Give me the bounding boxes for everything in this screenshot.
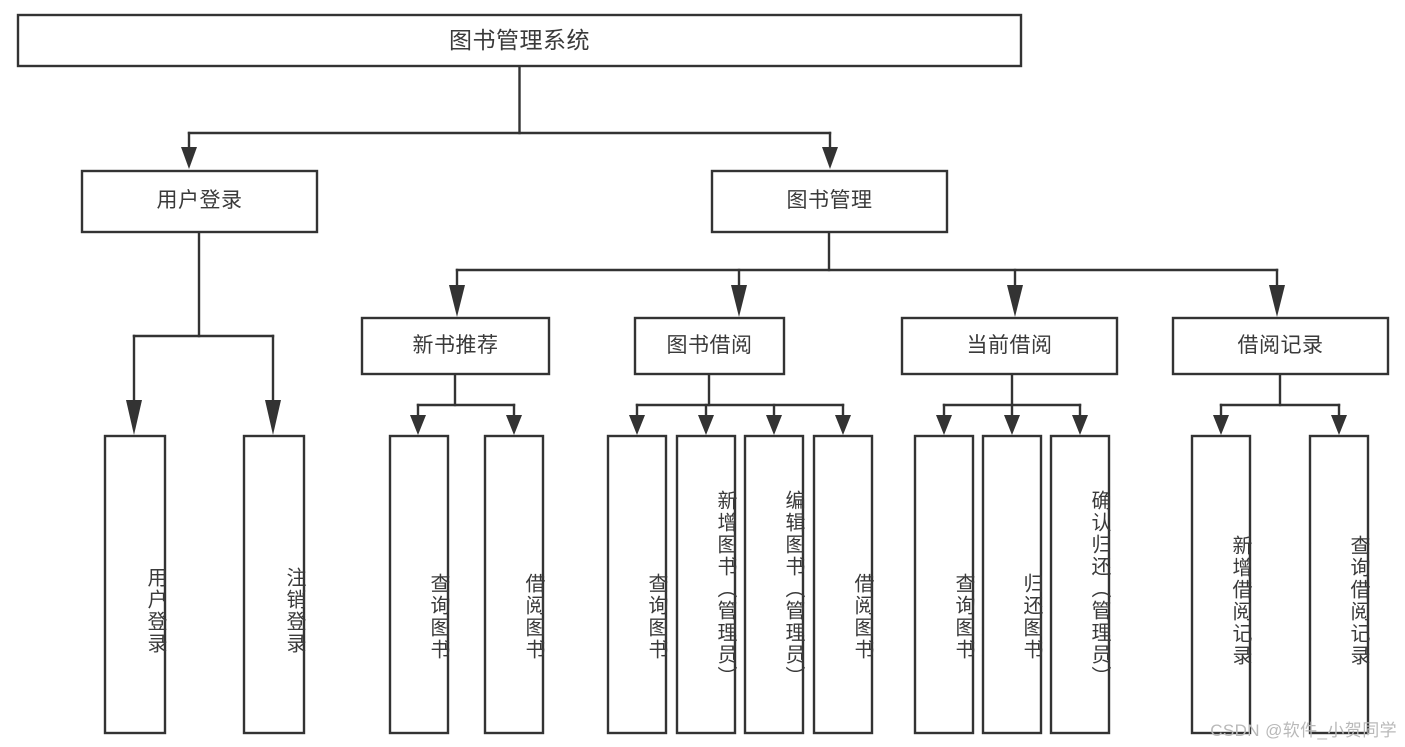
leaf-box-new-book-0[interactable] — [388, 434, 450, 735]
leaf-box-borrow-record-0[interactable] — [1190, 434, 1252, 735]
leaf-box-current-borrow-1[interactable] — [981, 434, 1043, 735]
node-box-book-management[interactable] — [710, 169, 949, 234]
connector-root-to-level2 — [181, 65, 838, 169]
connector-userlogin-to-leaves — [126, 231, 281, 435]
node-box-book-borrow[interactable] — [633, 316, 786, 376]
node-box-borrow-record[interactable] — [1171, 316, 1390, 376]
leaf-box-user-login-1[interactable] — [242, 434, 306, 735]
leaf-box-current-borrow-0[interactable] — [913, 434, 975, 735]
leaf-box-book-borrow-1[interactable] — [675, 434, 737, 735]
watermark-text: CSDN @软件_小贺同学 — [1210, 721, 1397, 740]
leaf-box-book-borrow-2[interactable] — [743, 434, 805, 735]
connector-bookmgmt-to-level3 — [449, 231, 1285, 317]
connector-borrowrecord-to-leaves — [1213, 373, 1347, 435]
connector-newbook-to-leaves — [410, 373, 522, 435]
leaf-box-book-borrow-3[interactable] — [812, 434, 874, 735]
leaf-box-user-login-0[interactable] — [103, 434, 167, 735]
node-box-current-borrow[interactable] — [900, 316, 1119, 376]
connector-bookborrow-to-leaves — [629, 373, 851, 435]
connector-currentborrow-to-leaves — [936, 373, 1088, 435]
leaf-box-new-book-1[interactable] — [483, 434, 545, 735]
leaf-box-book-borrow-0[interactable] — [606, 434, 668, 735]
node-box-root[interactable] — [16, 13, 1023, 68]
leaf-box-borrow-record-1[interactable] — [1308, 434, 1370, 735]
node-box-user-login[interactable] — [80, 169, 319, 234]
leaf-box-current-borrow-2[interactable] — [1049, 434, 1111, 735]
node-box-new-book-recommend[interactable] — [360, 316, 551, 376]
